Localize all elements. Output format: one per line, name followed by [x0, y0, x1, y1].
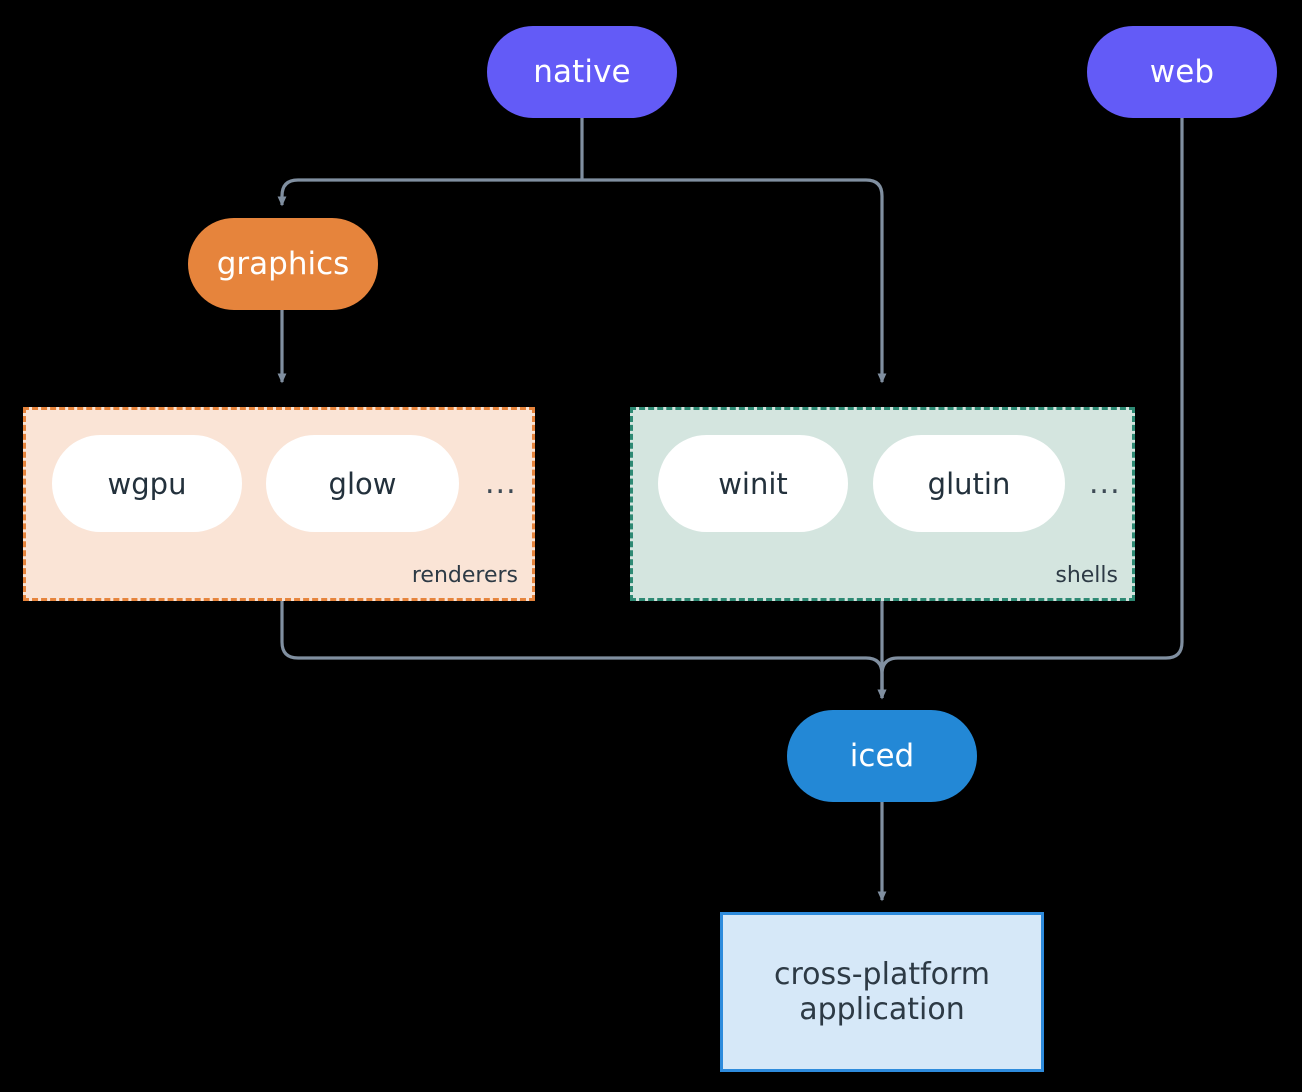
cluster-renderers-label: renderers — [411, 563, 518, 588]
cluster-shells-label: shells — [1055, 563, 1118, 588]
cluster-renderers-ellipsis: ... — [485, 466, 517, 501]
node-graphics[interactable]: graphics — [188, 218, 378, 310]
node-web-label: web — [1149, 53, 1215, 90]
cluster-member-winit-label: winit — [718, 466, 788, 501]
node-iced[interactable]: iced — [787, 710, 977, 802]
cluster-member-glow-label: glow — [328, 466, 397, 501]
edge-renderers-to-iced — [280, 601, 887, 700]
node-application-label: cross-platform application — [773, 956, 991, 1027]
node-native[interactable]: native — [487, 26, 677, 118]
node-web[interactable]: web — [1087, 26, 1277, 118]
edge-native-to-shells — [582, 178, 887, 384]
cluster-member-wgpu-label: wgpu — [107, 466, 187, 501]
cluster-shells-ellipsis: ... — [1089, 466, 1121, 501]
node-graphics-label: graphics — [216, 245, 350, 282]
edge-native-to-graphics — [277, 178, 582, 207]
cluster-member-winit[interactable]: winit — [658, 435, 848, 532]
node-native-label: native — [533, 53, 631, 90]
cluster-member-wgpu[interactable]: wgpu — [52, 435, 242, 532]
cluster-renderers: wgpu glow ... renderers — [23, 407, 535, 601]
cluster-member-glow[interactable]: glow — [266, 435, 459, 532]
node-iced-label: iced — [849, 737, 915, 774]
cluster-member-glutin[interactable]: glutin — [873, 435, 1065, 532]
cluster-shells: winit glutin ... shells — [630, 407, 1135, 601]
cluster-member-glutin-label: glutin — [927, 466, 1011, 501]
node-cross-platform-application[interactable]: cross-platform application — [720, 912, 1044, 1072]
